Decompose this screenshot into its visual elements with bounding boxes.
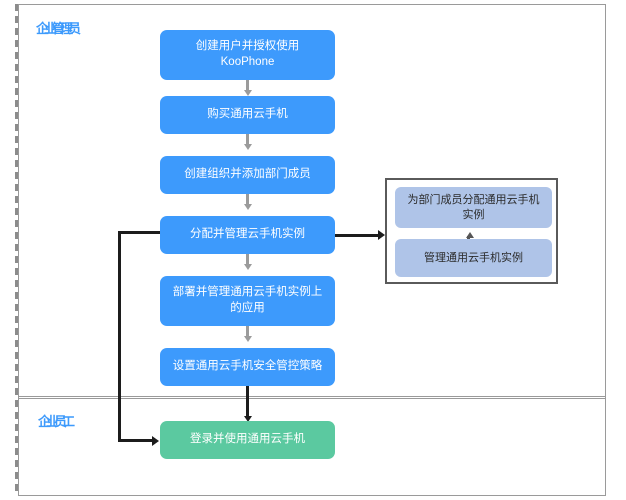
arrowhead-1-2 xyxy=(243,90,252,96)
swimlane-divider xyxy=(18,396,606,399)
subpanel-container: 为部门成员分配通用云手机实例 管理通用云手机实例 xyxy=(385,178,558,284)
arrowhead-4-5 xyxy=(243,264,252,270)
arrowhead-subpanel-link xyxy=(466,232,474,238)
connector-loopback-bottom xyxy=(118,439,154,442)
arrowhead-5-6 xyxy=(243,336,252,342)
connector-4-subpanel xyxy=(335,233,380,237)
arrowhead-loopback xyxy=(152,435,159,446)
arrowhead-6-7 xyxy=(243,416,252,422)
connector-loopback-vertical xyxy=(118,231,121,442)
connector-4-5 xyxy=(246,254,249,265)
lane-label-admin: 企业管理员 xyxy=(36,21,81,36)
arrowhead-2-3 xyxy=(243,144,252,150)
arrowhead-3-4 xyxy=(243,204,252,210)
flow-node-create-user[interactable]: 创建用户并授权使用 KooPhone xyxy=(160,30,335,80)
arrowhead-4-subpanel xyxy=(378,230,385,240)
connector-2-3 xyxy=(246,134,249,145)
connector-3-4 xyxy=(246,194,249,205)
subpanel-node-assign-to-members[interactable]: 为部门成员分配通用云手机实例 xyxy=(395,187,552,228)
flow-node-login-use-phone[interactable]: 登录并使用通用云手机 xyxy=(160,421,335,459)
connector-5-6 xyxy=(246,326,249,337)
flow-node-assign-manage-instance[interactable]: 分配并管理云手机实例 xyxy=(160,216,335,254)
subpanel-node-manage-instance[interactable]: 管理通用云手机实例 xyxy=(395,239,552,277)
left-rail-decoration xyxy=(15,4,18,496)
flow-node-create-org[interactable]: 创建组织并添加部门成员 xyxy=(160,156,335,194)
connector-1-2 xyxy=(246,80,249,91)
lane-label-staff: 企业员工 xyxy=(38,414,75,429)
connector-subpanel-link xyxy=(467,236,470,240)
flow-node-security-policy[interactable]: 设置通用云手机安全管控策略 xyxy=(160,348,335,386)
flow-node-purchase-phone[interactable]: 购买通用云手机 xyxy=(160,96,335,134)
flow-node-deploy-apps[interactable]: 部署并管理通用云手机实例上的应用 xyxy=(160,276,335,326)
connector-6-7 xyxy=(246,386,249,419)
connector-loopback-top xyxy=(118,231,160,234)
